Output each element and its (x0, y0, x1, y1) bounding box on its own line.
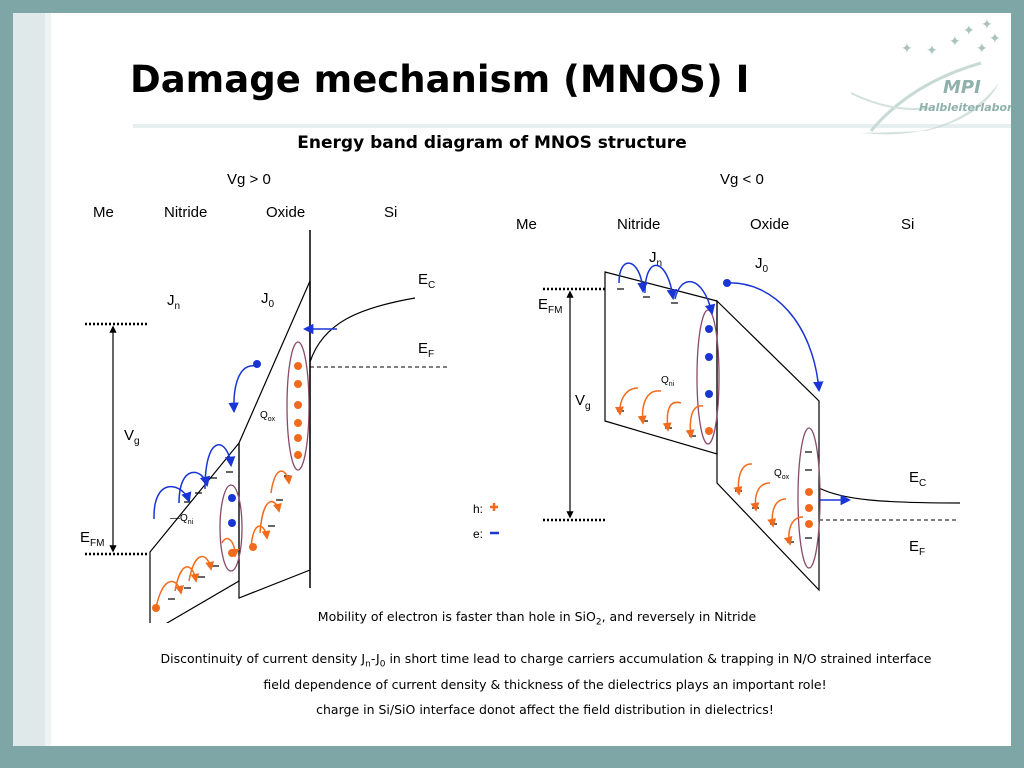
right-qni-label: Qni (661, 375, 675, 388)
right-hole-hops (614, 387, 804, 546)
left-nitride-band (149, 441, 240, 623)
right-ec-curve (818, 487, 961, 504)
left-qni-electrons (228, 494, 236, 527)
right-qni-electrons (705, 325, 713, 398)
left-nitride-traps (168, 471, 291, 600)
right-traps (617, 288, 812, 543)
right-region-me: Me (516, 216, 537, 233)
left-condition-label: Vg > 0 (227, 171, 271, 188)
svg-text:✦: ✦ (989, 31, 1001, 47)
left-band-diagram: Vg > 0 Me Nitride Oxide Si Vg EFM EC EF … (80, 171, 449, 623)
left-ef-label: EF (418, 340, 434, 360)
right-electron-dot (723, 279, 731, 287)
left-accent-bar-light (45, 13, 51, 746)
right-qox-holes (805, 488, 813, 528)
svg-text:✦: ✦ (926, 43, 938, 59)
right-band-diagram: Vg < 0 Me Nitride Oxide Si Vg EFM EC EF … (516, 171, 961, 592)
right-region-oxide: Oxide (750, 216, 789, 233)
right-ec-label: EC (909, 469, 926, 489)
legend-electron-label: e: (473, 527, 483, 541)
svg-text:✦: ✦ (981, 17, 993, 33)
right-qni-hole (705, 427, 713, 435)
svg-text:✦: ✦ (901, 41, 913, 57)
left-region-me: Me (93, 204, 114, 221)
left-qni-label: —Qni (170, 513, 194, 526)
slide-title: Damage mechanism (MNOS) I (130, 58, 750, 101)
left-qni-ellipse (219, 484, 243, 572)
slide: Damage mechanism (MNOS) I Energy band di… (13, 13, 1011, 746)
left-region-si: Si (384, 204, 397, 221)
logo-name: MPI (943, 77, 981, 98)
left-electron-dot (253, 360, 261, 368)
svg-text:✦: ✦ (963, 23, 975, 39)
legend-hole-label: h: (473, 502, 483, 516)
left-region-oxide: Oxide (266, 204, 305, 221)
mpi-logo: ✦✦✦ ✦✦✦✦ MPI Halbleiterlabor (850, 17, 1011, 135)
right-ef-label: EF (909, 538, 925, 558)
left-vg-label: Vg (124, 427, 140, 447)
left-accent-bar (13, 13, 45, 746)
legend-hole-symbol (490, 503, 498, 511)
right-region-si: Si (901, 216, 914, 233)
left-qox-ellipse (286, 341, 310, 471)
right-qox-label: Qox (774, 468, 790, 481)
left-j0-label: J0 (261, 290, 275, 310)
caption-discontinuity: Discontinuity of current density Jn-J0 i… (160, 651, 932, 670)
right-qox-ellipse (797, 427, 821, 569)
svg-text:✦: ✦ (949, 34, 961, 50)
left-qox-holes (294, 362, 302, 459)
left-jn-electron-hops (153, 323, 337, 520)
left-ec-label: EC (418, 271, 435, 291)
left-efm-label: EFM (80, 529, 104, 549)
left-hole-hops (155, 470, 293, 609)
right-j0-label: J0 (755, 255, 769, 275)
right-region-nitride: Nitride (617, 216, 660, 233)
left-region-nitride: Nitride (164, 204, 207, 221)
caption-field-dependence: field dependence of current density & th… (263, 677, 827, 692)
left-jn-label: Jn (167, 292, 180, 312)
right-oxide-band (716, 299, 820, 592)
right-condition-label: Vg < 0 (720, 171, 764, 188)
svg-text:✦: ✦ (976, 41, 988, 57)
right-jn-electron-hops (618, 262, 852, 506)
diagram-subtitle: Energy band diagram of MNOS structure (297, 133, 687, 153)
left-free-holes (152, 543, 257, 612)
carrier-legend: h: e: (473, 502, 499, 541)
right-vg-label: Vg (575, 392, 591, 412)
caption-mobility: Mobility of electron is faster than hole… (317, 609, 757, 628)
left-qox-label: Qox (260, 410, 276, 423)
band-diagrams: Vg > 0 Me Nitride Oxide Si Vg EFM EC EF … (80, 171, 961, 623)
caption-interface-charge: charge in Si/SiO interface donot affect … (316, 702, 774, 717)
right-jn-label: Jn (649, 249, 662, 269)
left-ec-curve (309, 297, 416, 363)
logo-subname: Halbleiterlabor (919, 101, 1011, 114)
title-divider (133, 124, 1011, 128)
right-efm-label: EFM (538, 296, 562, 316)
